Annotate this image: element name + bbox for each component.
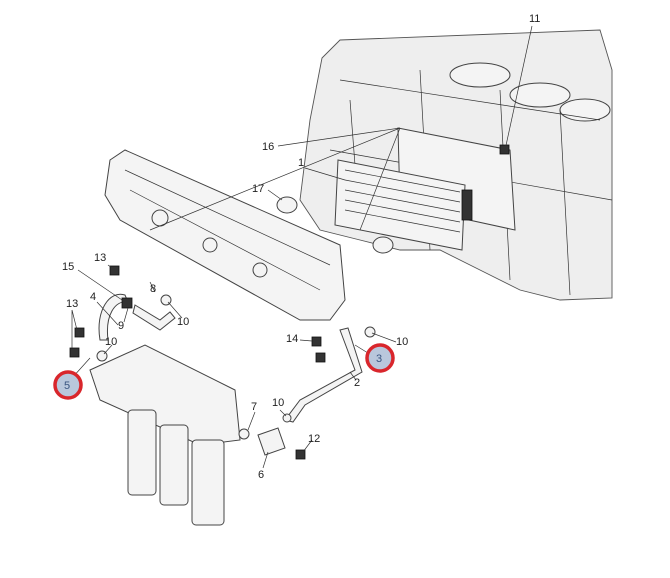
- callout-4: 4: [90, 291, 96, 303]
- leader-lines: [71, 25, 533, 469]
- highlight-circle-3[interactable]: [365, 343, 395, 373]
- callout-6: 6: [258, 469, 264, 481]
- callout-11: 11: [529, 13, 540, 25]
- highlight-circle-5[interactable]: [53, 370, 83, 400]
- callout-2: 2: [354, 377, 360, 389]
- callout-7: 7: [251, 401, 257, 413]
- callout-14: 14: [286, 333, 298, 345]
- callout-10: 10: [396, 336, 408, 348]
- fitting-6: [257, 427, 286, 456]
- callout-16: 16: [262, 141, 274, 153]
- callout-13: 13: [66, 298, 78, 310]
- oil-pipe-2: [284, 327, 363, 423]
- callout-5: 5: [64, 380, 70, 392]
- callout-10: 10: [105, 336, 117, 348]
- oil-filter-module: [89, 344, 241, 526]
- callout-17: 17: [252, 183, 264, 195]
- callout-3: 3: [376, 353, 382, 365]
- bolts: [69, 144, 510, 460]
- oil-pipe-9: [132, 304, 176, 331]
- seal-ring: [276, 196, 298, 214]
- callout-8: 8: [150, 283, 156, 295]
- oil-manifold-housing: [104, 149, 346, 321]
- callout-15: 15: [62, 261, 74, 273]
- callout-10: 10: [177, 316, 189, 328]
- callout-9: 9: [118, 320, 124, 332]
- oil-cooler: [334, 159, 473, 251]
- callout-13: 13: [94, 252, 106, 264]
- callout-1: 1: [298, 157, 304, 169]
- seal-ring: [372, 236, 394, 254]
- callout-10: 10: [272, 397, 284, 409]
- callout-12: 12: [308, 433, 320, 445]
